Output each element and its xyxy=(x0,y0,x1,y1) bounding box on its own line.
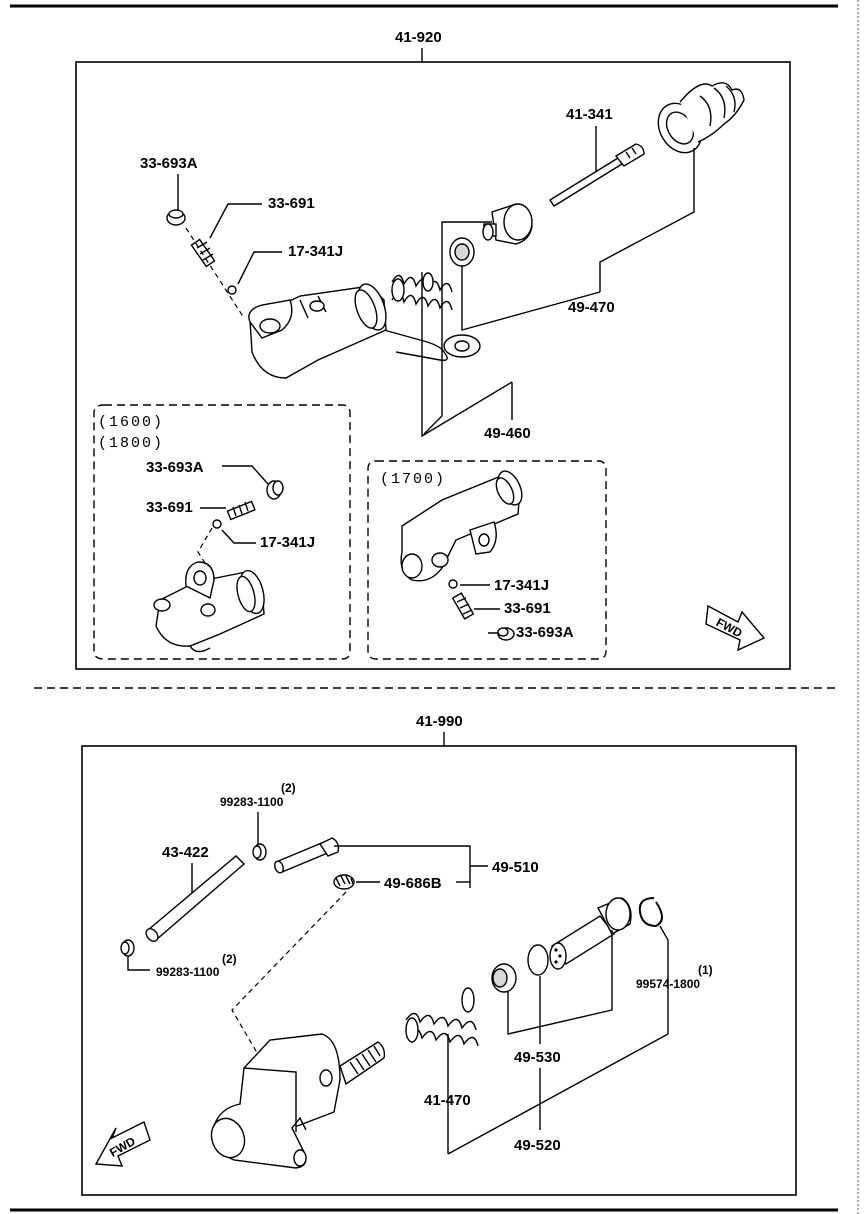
label-41-341: 41-341 xyxy=(566,106,613,123)
qty-99283-bottom: (2) xyxy=(222,952,237,966)
variant-b-label-33-691: 33-691 xyxy=(504,600,551,617)
return-spring xyxy=(391,272,453,311)
leader-33-691 xyxy=(209,203,262,239)
variant-a-leader-17-341J xyxy=(221,529,256,544)
piston xyxy=(482,203,533,245)
leader-cup-to-49-470 xyxy=(461,266,601,331)
label-41-470: 41-470 xyxy=(424,1092,471,1109)
variant-1700-frame xyxy=(367,460,607,660)
variant-a-tag-1600: (1600) xyxy=(98,414,164,431)
hose-nipple xyxy=(274,837,340,874)
steel-ball xyxy=(227,285,237,295)
label-49-520: 49-520 xyxy=(514,1137,561,1154)
variant-a-label-33-693A: 33-693A xyxy=(146,459,204,476)
variant-b-bleeder-cap xyxy=(497,627,515,641)
label-49-460: 49-460 xyxy=(484,425,531,442)
qty-99283-top: (2) xyxy=(281,781,296,795)
master-spring xyxy=(405,987,479,1047)
variant-a-tag-1800: (1800) xyxy=(98,435,164,452)
variant-a-cylinder-body xyxy=(153,561,265,653)
top-assembly-number: 41-920 xyxy=(395,29,442,46)
release-cylinder-body xyxy=(248,283,481,379)
variant-b-bleeder-screw xyxy=(451,592,475,620)
reservoir-hose xyxy=(145,855,246,942)
primary-cup xyxy=(491,963,517,993)
variant-b-steel-ball xyxy=(448,579,458,589)
leader-49-530-bracket xyxy=(507,930,613,1035)
label-43-422: 43-422 xyxy=(162,844,209,861)
leader-49-520-bracket xyxy=(447,1033,669,1155)
label-33-693A: 33-693A xyxy=(140,155,198,172)
snap-ring xyxy=(638,897,663,928)
label-49-470: 49-470 xyxy=(568,299,615,316)
variant-b-label-33-693A: 33-693A xyxy=(516,624,574,641)
bottom-assembly-frame xyxy=(81,745,797,1196)
bleeder-cap xyxy=(166,209,186,226)
label-17-341J: 17-341J xyxy=(288,243,343,260)
bottom-install-path xyxy=(231,891,347,1069)
master-cylinder-body xyxy=(210,1033,386,1169)
hose-clip-bottom xyxy=(120,939,135,957)
leader-spring-to-49-460 xyxy=(421,272,513,438)
variant-b-cylinder-body xyxy=(400,470,523,582)
dust-boot xyxy=(657,82,745,154)
install-path-line xyxy=(185,227,245,319)
o-ring xyxy=(527,944,549,976)
variant-b-label-17-341J: 17-341J xyxy=(494,577,549,594)
leader-snap-ring xyxy=(659,925,669,1034)
label-33-691: 33-691 xyxy=(268,195,315,212)
bleeder-screw xyxy=(190,238,216,268)
variant-a-bleeder-screw xyxy=(226,500,256,521)
variant-a-label-17-341J: 17-341J xyxy=(260,534,315,551)
variant-b-tag-1700: (1700) xyxy=(380,471,446,488)
push-rod xyxy=(549,143,645,207)
piston-cup xyxy=(449,237,475,267)
qty-99574: (1) xyxy=(698,963,713,977)
leader-piston-to-49-460 xyxy=(423,221,492,435)
variant-a-steel-ball xyxy=(212,519,222,529)
leader-nipple-49-510 xyxy=(334,845,471,888)
variant-a-leader-33-693A xyxy=(222,465,269,485)
label-49-686B: 49-686B xyxy=(384,875,442,892)
fwd-arrow-icon-bottom: FWD xyxy=(94,1121,151,1167)
leader-17-341J xyxy=(237,251,282,285)
variant-a-label-33-691: 33-691 xyxy=(146,499,193,516)
leader-boot-to-49-470 xyxy=(599,148,695,292)
label-49-530: 49-530 xyxy=(514,1049,561,1066)
variant-a-bleeder-cap xyxy=(266,480,284,500)
label-99574-1800: 99574-1800 xyxy=(636,977,700,991)
hose-clip-top xyxy=(252,843,267,861)
variant-1600-1800-frame xyxy=(93,404,351,660)
top-assembly-frame xyxy=(75,61,791,670)
master-piston xyxy=(549,897,632,970)
label-49-510: 49-510 xyxy=(492,859,539,876)
label-99283-1100-bottom: 99283-1100 xyxy=(156,965,220,979)
grommet xyxy=(333,874,355,890)
bottom-assembly-number: 41-990 xyxy=(416,713,463,730)
label-99283-1100-top: 99283-1100 xyxy=(220,795,284,809)
leader-99283-bottom xyxy=(127,956,150,971)
fwd-arrow-icon: FWD xyxy=(705,604,766,652)
